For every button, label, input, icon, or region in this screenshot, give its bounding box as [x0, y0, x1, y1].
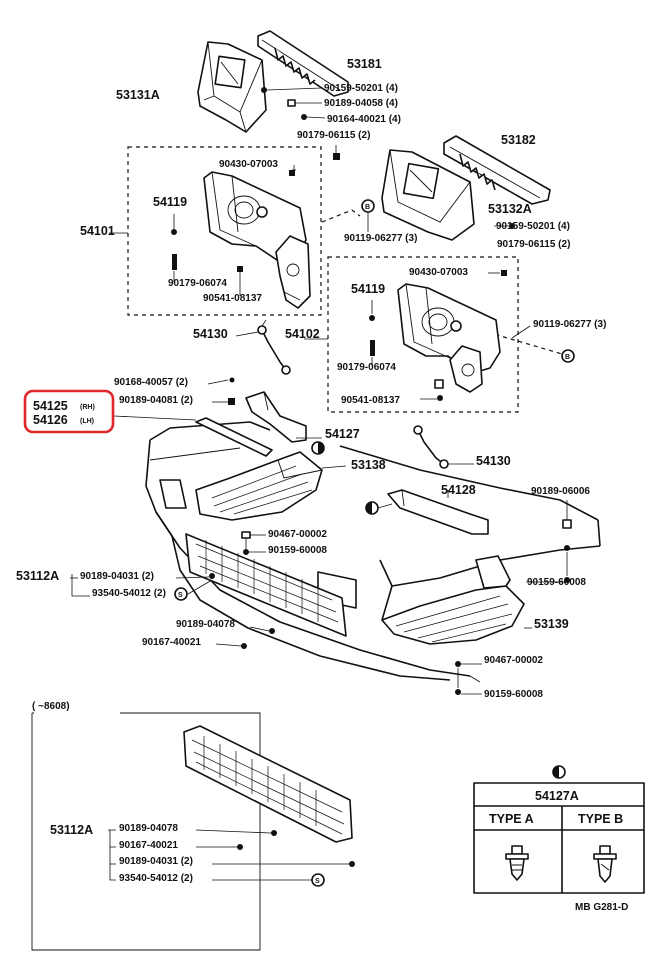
side-rh-label: (RH) — [80, 404, 95, 411]
inset-callout-label-4: 93540-54012 (2) — [119, 873, 193, 884]
callout-label-22: 90168-40057 (2) — [114, 377, 188, 388]
callout-label-23: 90541-08137 — [341, 395, 400, 406]
fasteners-53181 — [261, 87, 340, 160]
type-table-part-number: 54127A — [535, 789, 579, 803]
callout-label-27: 54130 — [476, 454, 511, 468]
callout-label-17: 90541-08137 — [203, 293, 262, 304]
type-a-label: TYPE A — [489, 812, 534, 826]
inset-callout-label-1: 90189-04078 — [119, 823, 178, 834]
svg-text:S: S — [315, 878, 320, 885]
callout-label-0: 53181 — [347, 57, 382, 71]
inset-callout-labels: 53112A 90189-04078 90167-40021 90189-04031 … — [50, 823, 193, 884]
callout-label-14: 90430-07003 — [409, 267, 468, 278]
callout-label-2: 90159-50201 (4) — [324, 83, 398, 94]
inset-range-label: ( ~8608) — [32, 701, 70, 712]
callout-label-26: 53138 — [351, 458, 386, 472]
callout-label-1: 53131A — [116, 88, 160, 102]
inset-pre-8608: ( ~8608) S 53112A 90189-04078 90167-40021 9… — [31, 701, 355, 951]
callout-label-21: 90179-06074 — [337, 362, 396, 373]
dashed-guides: B B — [321, 199, 575, 363]
callout-label-6: 53182 — [501, 133, 536, 147]
assembly-box-54101 — [127, 146, 322, 316]
part-53182-bracket — [443, 135, 551, 205]
type-table-frame — [473, 782, 645, 894]
callout-label-9: 53132A — [488, 202, 532, 216]
part-53181-bracket — [257, 30, 349, 97]
type-b-label: TYPE B — [578, 812, 623, 826]
part-54130-rod — [235, 319, 291, 375]
diagram-code: MB G281-D — [575, 902, 628, 913]
callout-label-39: 90467-00002 — [484, 655, 543, 666]
part-number-54126: 54126 — [33, 413, 68, 427]
callout-label-24: 90189-04081 (2) — [119, 395, 193, 406]
callout-label-29: 90189-06006 — [531, 486, 590, 497]
callout-label-7: 90430-07003 — [219, 159, 278, 170]
svg-text:S: S — [178, 592, 183, 599]
inset-callout-label-3: 90189-04031 (2) — [119, 856, 193, 867]
part-54127-bracket — [207, 377, 325, 455]
callout-label-5: 90179-06115 (2) — [297, 130, 370, 141]
part-53112a-grille — [185, 533, 347, 637]
callout-label-10: 90159-50201 (4) — [496, 221, 570, 232]
svg-text:B: B — [365, 204, 370, 211]
part-54102-support — [304, 270, 531, 401]
part-53132a-support — [381, 149, 515, 241]
callout-label-25: 54127 — [325, 427, 360, 441]
callout-label-35: 93540-54012 (2) — [92, 588, 166, 599]
clip-type-a-icon — [505, 845, 529, 881]
assembly-box-54102 — [327, 256, 519, 413]
type-table: 54127A TYPE A TYPE B — [473, 765, 645, 894]
callout-label-12: 90119-06277 (3) — [344, 233, 417, 244]
callout-label-37: 53139 — [534, 617, 569, 631]
part-number-54125: 54125 — [33, 399, 68, 413]
callout-label-38: 90167-40021 — [142, 637, 201, 648]
callout-labels: 53181 53131A 90159-50201 (4) 90189-04058 (4… — [16, 57, 606, 700]
part-54125-strip — [113, 415, 273, 457]
callout-label-15: 90179-06074 — [168, 278, 227, 289]
fasteners-left-lower: S — [70, 531, 275, 649]
callout-label-19: 54102 — [285, 327, 320, 341]
callout-label-28: 54128 — [441, 483, 476, 497]
part-54101-support — [109, 165, 311, 309]
callout-label-11: 54101 — [80, 224, 115, 238]
highlight-callout-54125-54126[interactable]: 54125 (RH) 54126 (LH) — [23, 389, 115, 434]
callout-label-3: 90189-04058 (4) — [324, 98, 398, 109]
callout-label-31: 90159-60008 — [268, 545, 327, 556]
callout-label-32: 53112A — [16, 569, 59, 583]
callout-label-34: 90159-60008 — [527, 577, 586, 588]
svg-text:B: B — [565, 354, 570, 361]
callout-label-40: 90159-60008 — [484, 689, 543, 700]
callout-label-30: 90467-00002 — [268, 529, 327, 540]
callout-label-33: 90189-04031 (2) — [80, 571, 154, 582]
part-53131a-support — [197, 41, 267, 133]
fasteners-right — [455, 500, 572, 695]
callout-label-4: 90164-40021 (4) — [327, 114, 401, 125]
part-54130-rod-right — [413, 425, 474, 469]
callout-label-8: 54119 — [153, 195, 187, 209]
part-53139-cover — [381, 555, 532, 645]
inset-callout-label-0: 53112A — [50, 823, 93, 837]
inset-callout-label-2: 90167-40021 — [119, 840, 178, 851]
callout-label-13: 90179-06115 (2) — [497, 239, 570, 250]
callout-label-18: 54130 — [193, 327, 228, 341]
part-53138-cover — [195, 451, 347, 521]
part-54128-bracket — [365, 489, 489, 535]
callout-label-16: 54119 — [351, 282, 385, 296]
callout-label-20: 90119-06277 (3) — [533, 319, 606, 330]
clip-type-b-icon — [593, 845, 617, 883]
callout-label-36: 90189-04078 — [176, 619, 235, 630]
side-lh-label: (LH) — [80, 418, 94, 425]
